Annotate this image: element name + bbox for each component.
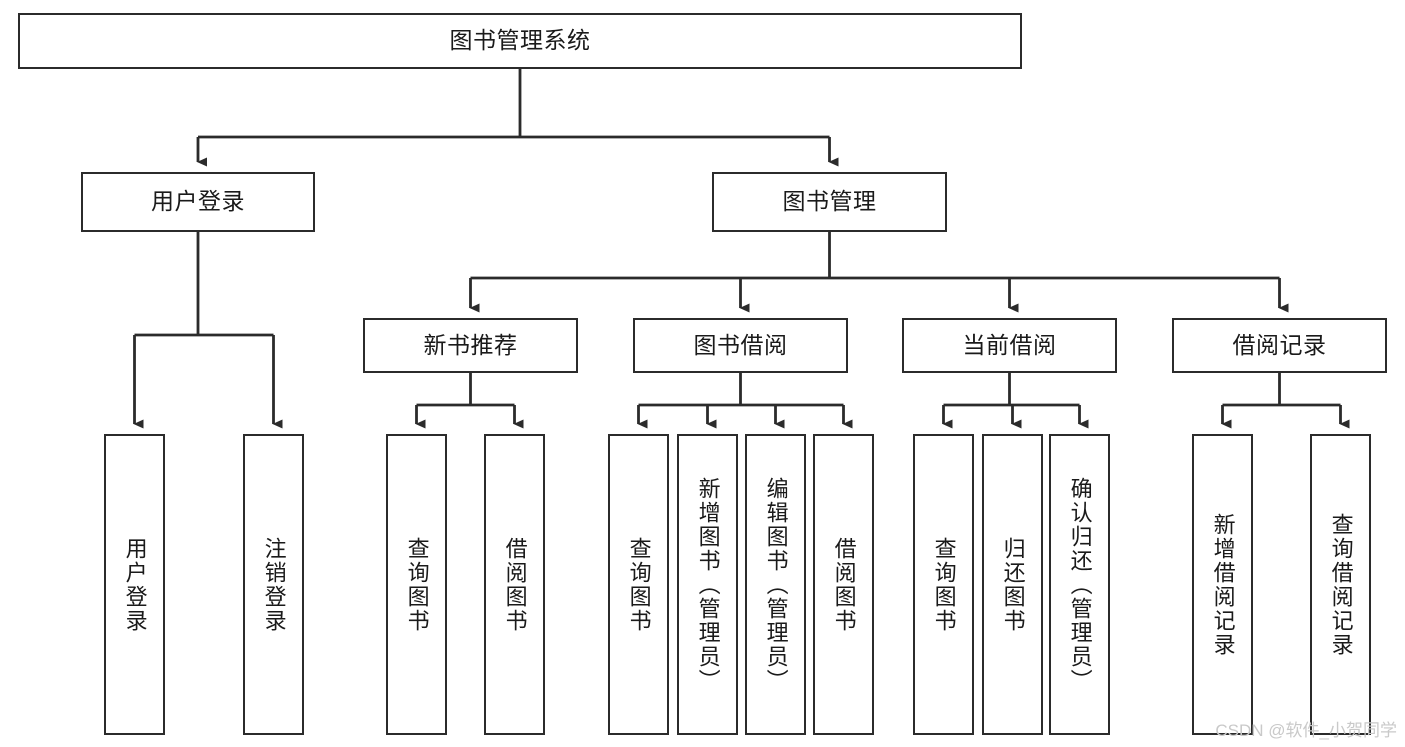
node-book-borrow[interactable]: 图书借阅 (633, 318, 848, 373)
watermark-text: CSDN @软件_小贺同学 (1215, 721, 1397, 740)
node-leaf-logout[interactable]: 注销登录 (243, 434, 304, 735)
node-leaf-borrow-book-1[interactable]: 借阅图书 (484, 434, 545, 735)
node-root-label: 图书管理系统 (449, 27, 591, 54)
node-leaf-borrow-book-2-label: 借阅图书 (831, 536, 857, 633)
node-leaf-query-record[interactable]: 查询借阅记录 (1310, 434, 1371, 735)
node-leaf-query-book-2[interactable]: 查询图书 (608, 434, 669, 735)
node-leaf-add-book[interactable]: 新增图书（管理员） (677, 434, 738, 735)
node-user-login[interactable]: 用户登录 (81, 172, 315, 232)
connector-lines (133, 69, 1350, 429)
node-leaf-add-book-label: 新增图书（管理员） (695, 476, 721, 693)
node-leaf-edit-book-label: 编辑图书（管理员） (763, 476, 789, 693)
node-leaf-logout-label: 注销登录 (261, 536, 287, 633)
node-new-book-recommend[interactable]: 新书推荐 (363, 318, 578, 373)
node-leaf-borrow-book-1-label: 借阅图书 (502, 536, 528, 633)
node-book-management[interactable]: 图书管理 (712, 172, 947, 232)
node-leaf-query-book-1[interactable]: 查询图书 (386, 434, 447, 735)
node-leaf-query-book-1-label: 查询图书 (404, 536, 430, 633)
node-leaf-user-login-label: 用户登录 (122, 536, 148, 633)
node-borrow-record-label: 借阅记录 (1232, 331, 1327, 358)
node-leaf-query-book-3[interactable]: 查询图书 (913, 434, 974, 735)
node-leaf-confirm-return-label: 确认归还（管理员） (1067, 476, 1093, 693)
node-user-login-label: 用户登录 (151, 188, 245, 215)
node-leaf-confirm-return[interactable]: 确认归还（管理员） (1049, 434, 1110, 735)
node-leaf-add-record-label: 新增借阅记录 (1210, 512, 1236, 657)
node-leaf-borrow-book-2[interactable]: 借阅图书 (813, 434, 874, 735)
node-leaf-query-book-2-label: 查询图书 (626, 536, 652, 633)
node-leaf-return-book[interactable]: 归还图书 (982, 434, 1043, 735)
node-current-borrow-label: 当前借阅 (962, 331, 1057, 358)
node-borrow-record[interactable]: 借阅记录 (1172, 318, 1387, 373)
node-current-borrow[interactable]: 当前借阅 (902, 318, 1117, 373)
node-leaf-user-login[interactable]: 用户登录 (104, 434, 165, 735)
node-leaf-query-book-3-label: 查询图书 (931, 536, 957, 633)
node-leaf-return-book-label: 归还图书 (1000, 536, 1026, 633)
node-leaf-edit-book[interactable]: 编辑图书（管理员） (745, 434, 806, 735)
node-new-book-recommend-label: 新书推荐 (423, 331, 518, 358)
node-book-management-label: 图书管理 (782, 188, 877, 215)
node-leaf-add-record[interactable]: 新增借阅记录 (1192, 434, 1253, 735)
node-leaf-query-record-label: 查询借阅记录 (1328, 512, 1354, 657)
node-root[interactable]: 图书管理系统 (18, 13, 1022, 69)
node-book-borrow-label: 图书借阅 (693, 331, 788, 358)
